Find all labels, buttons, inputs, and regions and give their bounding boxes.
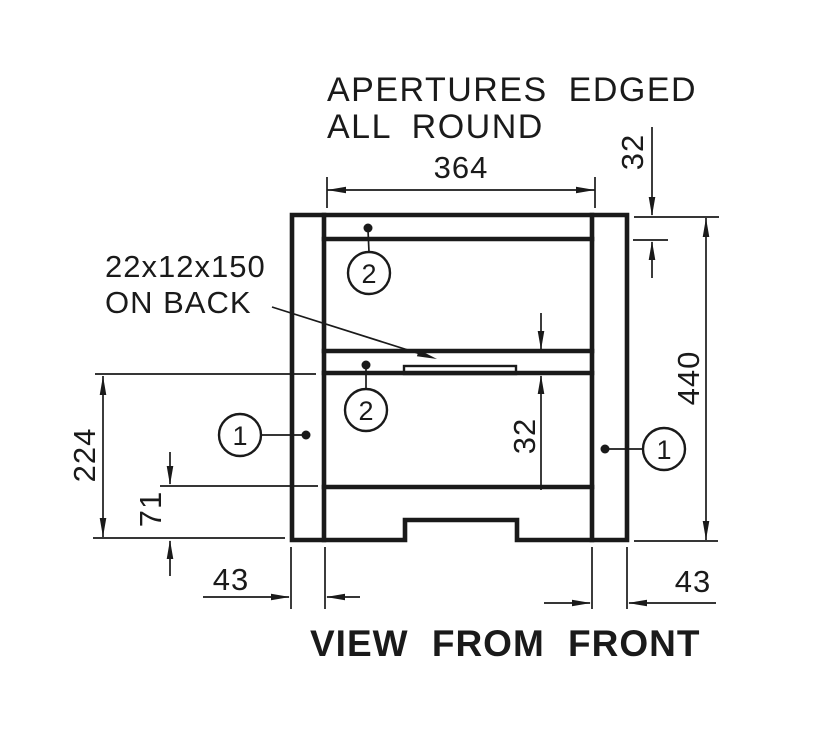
arrowhead-down <box>166 466 174 485</box>
dim-aperture-width: 364 <box>326 150 596 208</box>
batten-note: 22x12x150 ON BACK <box>105 249 437 359</box>
arrowhead-right <box>271 593 290 601</box>
arrowhead-down <box>99 518 107 537</box>
dim-plinth: 71 <box>133 452 318 576</box>
dim-left-panel: 43 <box>203 547 360 609</box>
dim-lower-section: 224 <box>67 373 316 539</box>
arrowhead-up <box>99 376 107 395</box>
balloon-2-top-rail: 2 <box>346 223 392 296</box>
batten-note-line2: ON BACK <box>105 285 252 320</box>
balloon-label: 1 <box>232 421 247 451</box>
dim-overall-height: 440 <box>634 218 718 542</box>
balloon-anchor-dot <box>363 223 373 233</box>
balloon-anchor-dot <box>301 430 311 440</box>
dim-text-32-mid: 32 <box>507 418 542 454</box>
balloon-label: 2 <box>361 259 376 289</box>
aperture-note-line1: APERTURES EDGED <box>327 71 697 109</box>
balloon-1-right-panel: 1 <box>600 426 687 472</box>
arrowhead-up <box>537 375 545 394</box>
balloon-2-mid-rail: 2 <box>343 360 389 433</box>
arrowhead-right <box>572 599 591 607</box>
arrowhead-left <box>326 593 345 601</box>
arrowhead-left <box>628 599 647 607</box>
back-batten <box>402 364 518 376</box>
dim-right-panel: 43 <box>544 547 716 609</box>
cabinet-outline <box>289 212 630 543</box>
dim-top-rail: 32 <box>615 127 719 278</box>
aperture-note: APERTURES EDGED ALL ROUND <box>327 71 697 146</box>
arrowhead-up <box>648 241 656 260</box>
aperture-note-line2: ALL ROUND <box>327 108 544 146</box>
dim-text-32-top: 32 <box>615 134 650 170</box>
cabinet-front-view <box>289 212 630 543</box>
balloon-circle <box>346 250 392 296</box>
arrowhead-down <box>648 197 656 216</box>
balloon-anchor-dot <box>361 360 371 370</box>
arrowhead-down <box>537 331 545 350</box>
balloon-anchor-dot <box>600 444 610 454</box>
balloon-circle <box>343 387 389 433</box>
balloon-label: 2 <box>358 396 373 426</box>
arrowhead-left <box>327 186 346 194</box>
batten-leader-line <box>271 306 431 358</box>
arrowhead-down <box>702 521 710 540</box>
balloon-label: 1 <box>656 435 671 465</box>
balloon-leader <box>367 229 370 253</box>
balloon-1-left-panel: 1 <box>217 412 311 458</box>
batten-leader-arrowhead <box>416 349 437 359</box>
batten-note-line1: 22x12x150 <box>105 249 266 284</box>
dim-text-364: 364 <box>434 150 489 185</box>
arrowhead-right <box>576 186 595 194</box>
arrowhead-up <box>166 540 174 559</box>
dim-mid-rail: 32 <box>507 313 545 490</box>
dim-text-43-left: 43 <box>213 562 249 597</box>
dim-text-224: 224 <box>67 428 102 483</box>
dim-text-71: 71 <box>133 491 168 527</box>
arrowhead-up <box>702 218 710 237</box>
dim-text-440: 440 <box>671 351 706 406</box>
view-caption: VIEW FROM FRONT <box>310 623 700 664</box>
dim-text-43-right: 43 <box>675 564 711 599</box>
